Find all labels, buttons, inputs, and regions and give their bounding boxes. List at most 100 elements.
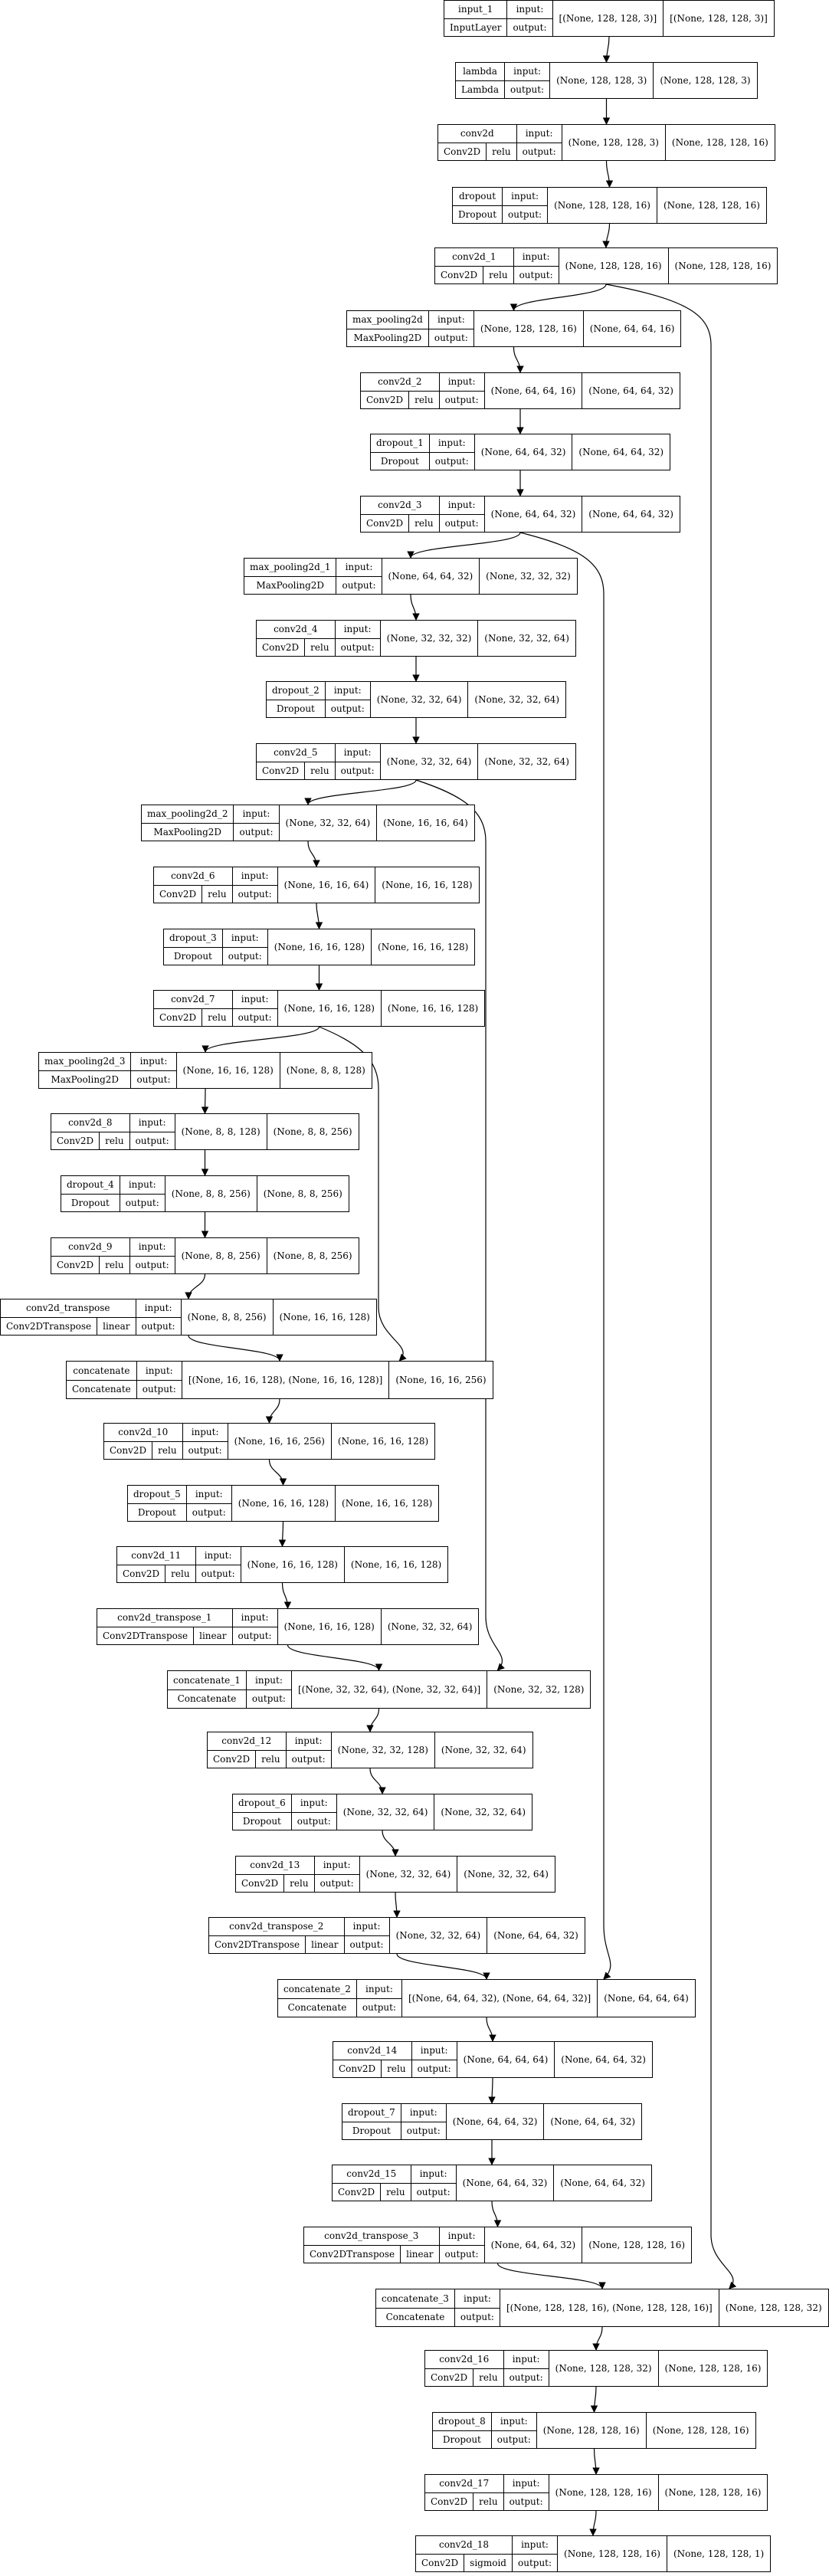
layer-type: Conv2D xyxy=(241,1877,279,1889)
edge-max_pooling2d_3-to-conv2d_8 xyxy=(201,1088,209,1114)
input-shape: [(None, 128, 128, 16), (None, 128, 128, … xyxy=(506,2302,713,2313)
layer-name: conv2d_11 xyxy=(131,1550,182,1562)
output-shape: (None, 8, 8, 128) xyxy=(286,1065,365,1076)
output-shape: (None, 32, 32, 64) xyxy=(441,1807,526,1817)
edge-conv2d_1-to-max_pooling2d xyxy=(510,283,607,311)
layer-name: conv2d_transpose_3 xyxy=(324,2230,419,2242)
output-label: output: xyxy=(335,637,380,657)
layer-name: conv2d_transpose xyxy=(25,1303,110,1314)
layer-activation: relu xyxy=(380,2183,410,2201)
output-shape-cell: (None, 64, 64, 32) xyxy=(582,373,680,408)
layer-name: dropout_2 xyxy=(272,685,319,696)
layer-type: Concatenate xyxy=(177,1693,237,1705)
layer-type: Conv2DTranspose xyxy=(215,1939,300,1950)
output-shape-cell: (None, 64, 64, 32) xyxy=(553,2165,651,2201)
edge-conv2d_transpose_3-to-concatenate_3 xyxy=(496,2263,606,2289)
output-label: output: xyxy=(129,1255,175,1274)
input-shape-cell: (None, 8, 8, 128) xyxy=(174,1114,267,1149)
layer-type: InputLayer xyxy=(450,21,502,33)
layer-activation: relu xyxy=(255,1750,285,1768)
layer-name: conv2d_8 xyxy=(68,1117,113,1129)
input-label: input: xyxy=(128,1179,156,1191)
output-shape: (None, 128, 128, 16) xyxy=(671,137,768,148)
output-label: output: xyxy=(136,1379,182,1399)
output-shape: (None, 128, 128, 1) xyxy=(673,2548,765,2559)
layer-type: Lambda xyxy=(461,84,500,95)
input-shape-cell: [(None, 16, 16, 128), (None, 16, 16, 128… xyxy=(181,1362,389,1398)
layer-type-row: InputLayer xyxy=(444,18,507,37)
input-shape: (None, 128, 128, 3) xyxy=(568,137,659,148)
layer-type: Conv2D xyxy=(123,1568,160,1579)
input-shape-cell: (None, 64, 64, 64) xyxy=(456,2042,555,2077)
output-shape-cell: (None, 8, 8, 256) xyxy=(256,1176,349,1211)
layer-name: conv2d_15 xyxy=(346,2168,397,2180)
input-shape-cell: (None, 32, 32, 64) xyxy=(359,1857,457,1892)
io-label-cell: input:output: xyxy=(136,1362,182,1398)
layer-name: dropout_3 xyxy=(169,932,217,944)
input-shape-cell: (None, 32, 32, 64) xyxy=(336,1794,434,1830)
input-shape-cell: (None, 64, 64, 32) xyxy=(381,559,480,594)
output-shape-cell: (None, 32, 32, 128) xyxy=(487,1671,590,1708)
output-shape-cell: (None, 16, 16, 128) xyxy=(380,991,484,1026)
input-shape: [(None, 64, 64, 32), (None, 64, 64, 32)] xyxy=(408,1993,591,2004)
io-label-cell: input:output: xyxy=(438,373,484,408)
layer-type-row: MaxPooling2D xyxy=(244,575,336,595)
layer-activation: relu xyxy=(408,391,438,408)
layer-name: max_pooling2d_3 xyxy=(44,1056,126,1067)
layer-activation: relu xyxy=(381,2060,411,2077)
layer-name: max_pooling2d_2 xyxy=(147,808,228,820)
io-label-cell: input:output: xyxy=(356,1980,401,2017)
layer-type: Conv2D xyxy=(57,1259,94,1270)
output-shape: (None, 16, 16, 128) xyxy=(342,1498,433,1509)
edge-max_pooling2d-to-conv2d_2 xyxy=(513,346,524,373)
input-shape-cell: (None, 128, 128, 16) xyxy=(536,2413,646,2448)
output-shape-cell: [(None, 128, 128, 3)] xyxy=(663,1,774,36)
input-shape-cell: (None, 16, 16, 128) xyxy=(277,991,381,1026)
output-shape-cell: (None, 64, 64, 32) xyxy=(582,497,680,532)
output-shape-cell: (None, 32, 32, 64) xyxy=(477,621,575,656)
output-label: output: xyxy=(182,1440,228,1460)
io-label-cell: input:output: xyxy=(221,929,267,965)
layer-type-row: Dropout xyxy=(233,1811,291,1830)
output-shape-cell: (None, 128, 128, 1) xyxy=(666,2536,770,2571)
input-shape-cell: (None, 64, 64, 32) xyxy=(473,434,572,470)
input-label: input: xyxy=(241,870,269,882)
output-shape: (None, 128, 128, 16) xyxy=(588,2240,686,2250)
input-shape: (None, 64, 64, 32) xyxy=(452,2116,538,2127)
input-shape: (None, 128, 128, 16) xyxy=(564,2548,660,2559)
input-shape-cell: (None, 16, 16, 128) xyxy=(277,1609,381,1644)
edge-conv2d_10-to-dropout_5 xyxy=(268,1459,287,1486)
layer-name: concatenate_3 xyxy=(382,2293,449,2304)
output-label: output: xyxy=(336,575,382,595)
output-label: output: xyxy=(428,328,473,347)
output-shape: (None, 16, 16, 128) xyxy=(337,1436,429,1447)
layer-name: conv2d_5 xyxy=(274,747,318,759)
layer-type: Conv2D xyxy=(262,641,300,653)
input-shape-cell: (None, 128, 128, 3) xyxy=(561,125,665,160)
input-shape-cell: [(None, 32, 32, 64), (None, 32, 32, 64)] xyxy=(290,1671,487,1708)
input-shape-cell: (None, 64, 64, 16) xyxy=(483,373,582,408)
io-label-cell: input:output: xyxy=(410,2165,456,2201)
layer-name: conv2d_14 xyxy=(347,2045,398,2057)
